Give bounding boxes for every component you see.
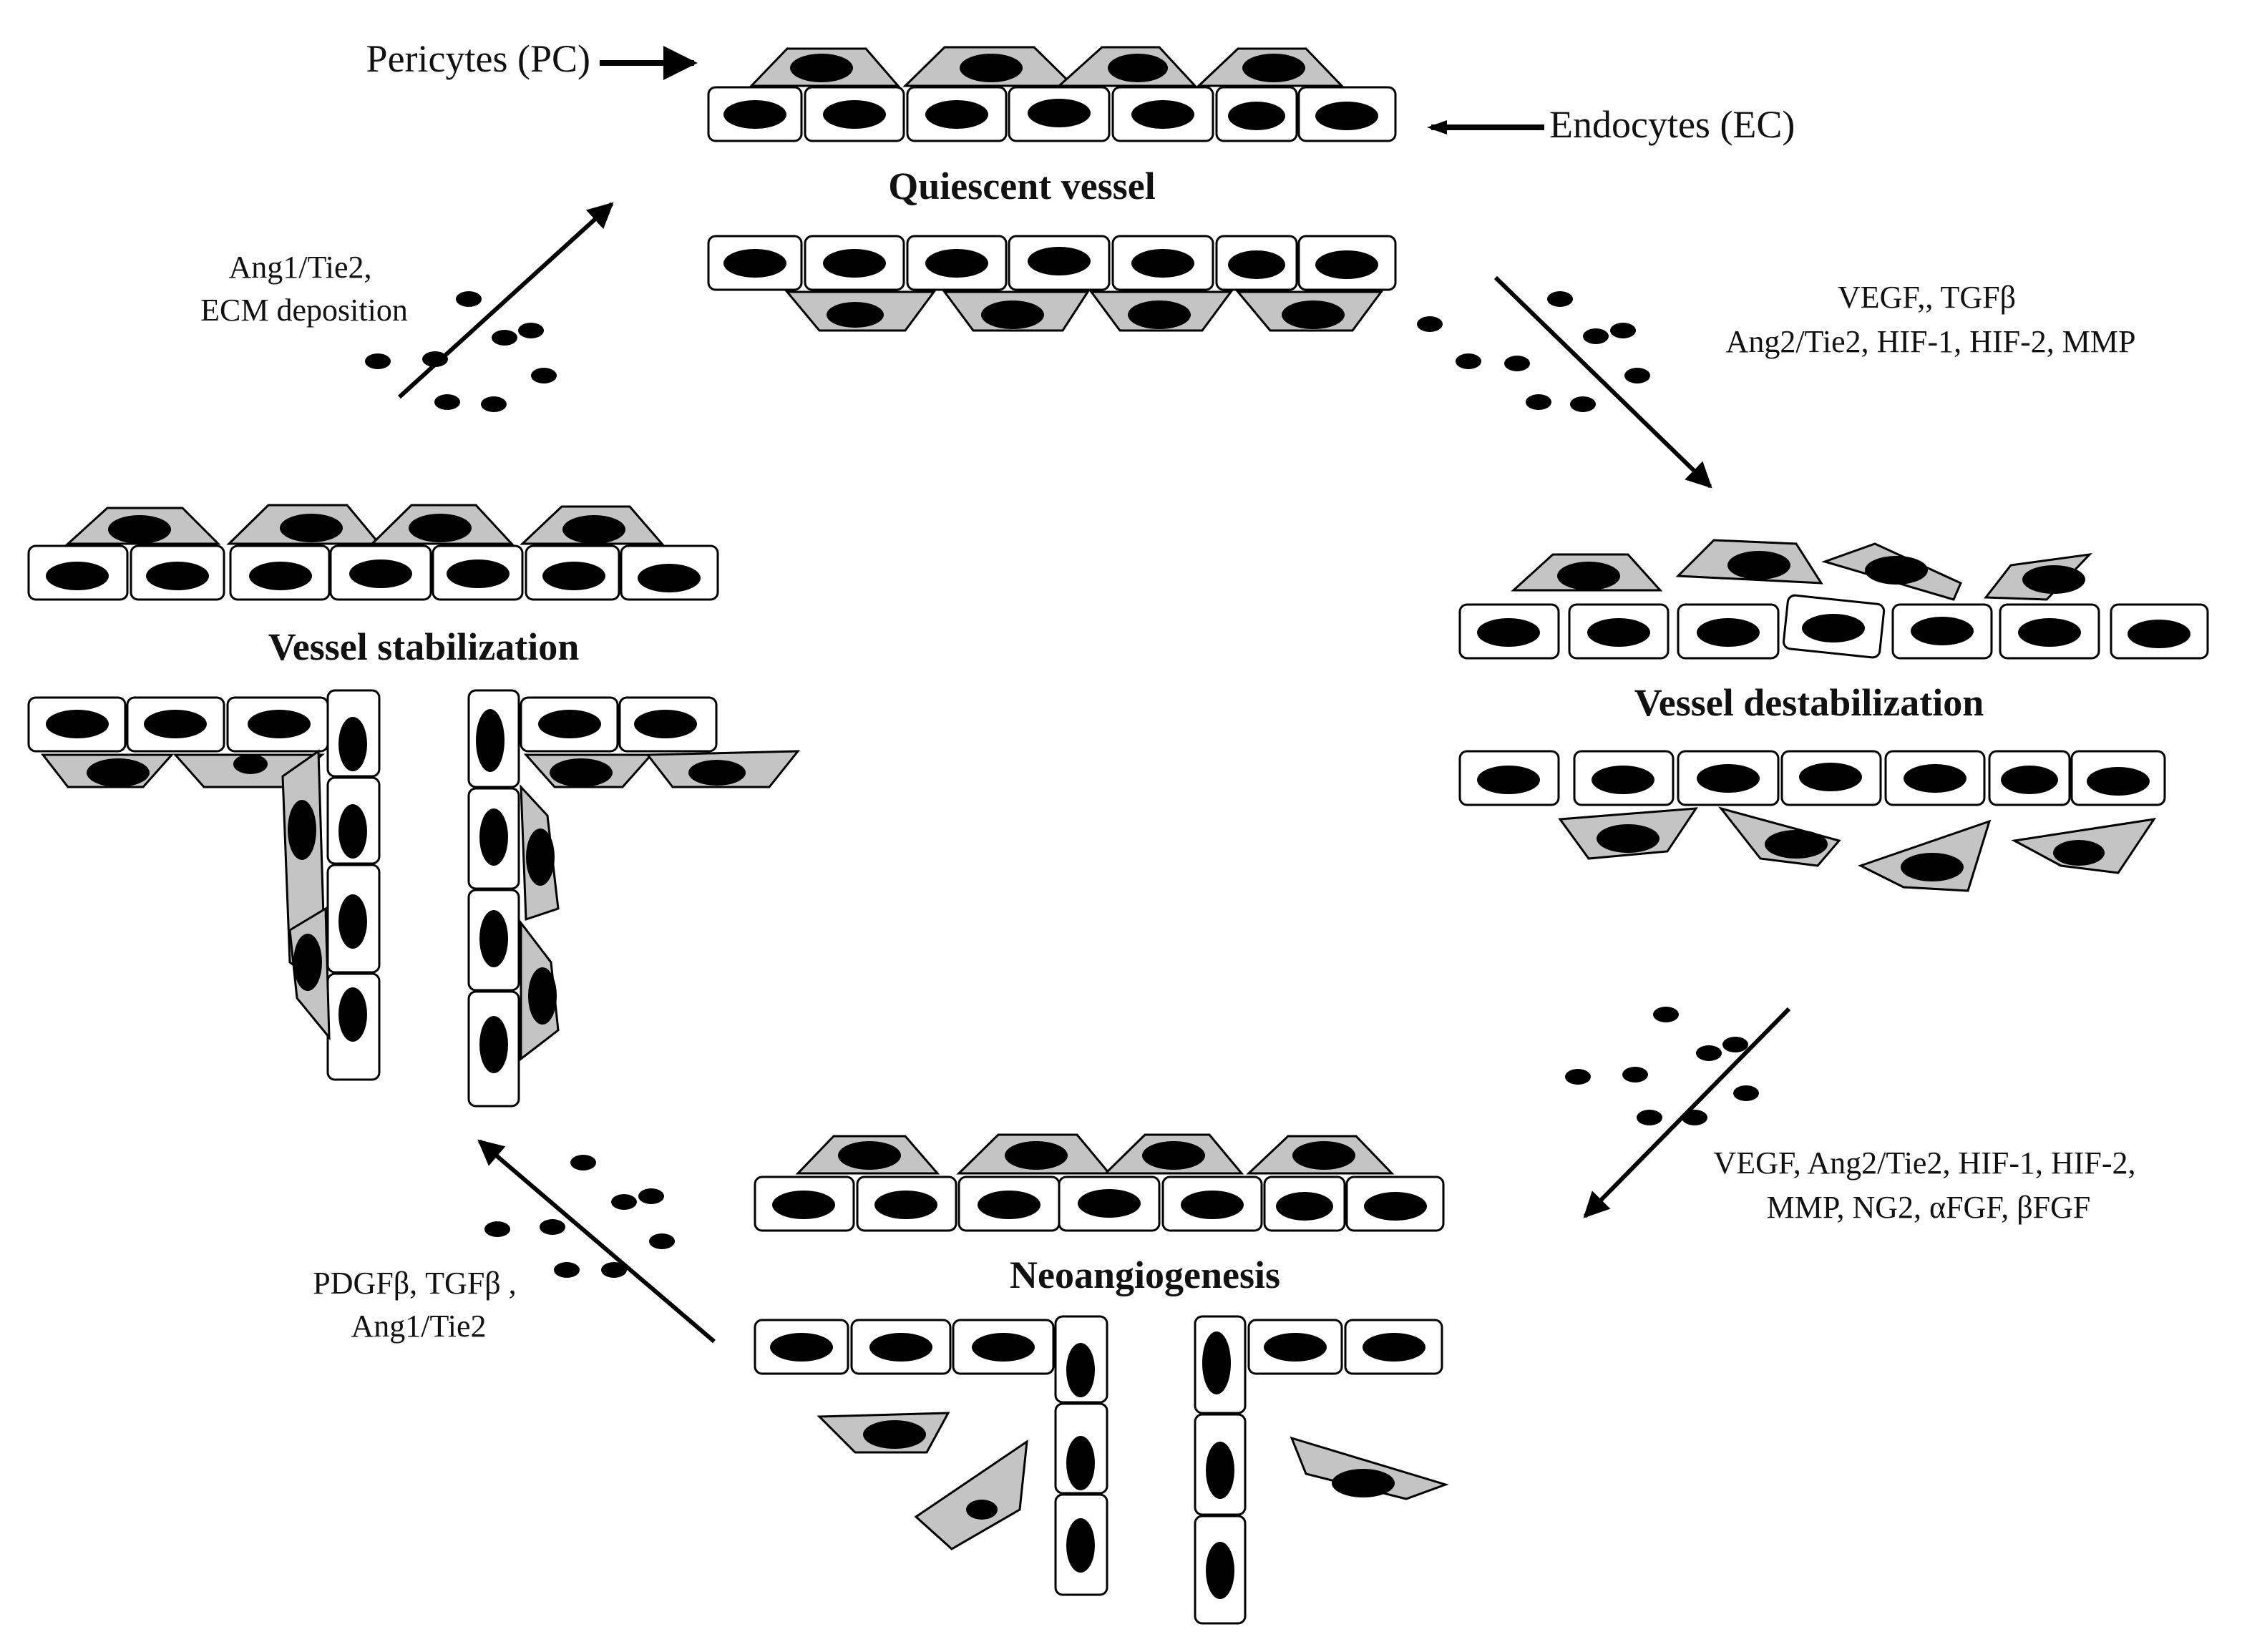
pericyte-nuclei-bottom-stab [87,754,746,1025]
pericytes-label: Pericytes (PC) [366,37,590,80]
cycle-arrow [477,1139,716,1344]
factor-line: ECM deposition [200,293,408,328]
migrating-pericyte-nuclei-neo [863,1420,1395,1520]
legend-arrows [600,46,1544,135]
factors-neo-to-stab: PDGFβ, TGFβ , Ang1/Tie2 [313,1266,524,1344]
factor-line: Ang1/Tie2 [351,1309,486,1344]
pericyte-nuclei-top-neo [838,1141,1355,1170]
factors-quiescent-to-destab: VEGF,, TGFβ Ang2/Tie2, HIF-1, HIF-2, MMP [1726,280,2136,359]
transition-destabilization-to-neoangiogenesis [1565,1007,1791,1218]
migrating-pericytes-neo [817,1412,1449,1550]
stabilization-title: Vessel stabilization [268,625,580,668]
signaling-molecules [1417,291,1650,412]
endocytes-pointer-head [1427,120,1447,135]
endothelial-nuclei-top-destab [1477,614,2190,648]
endothelial-nuclei-top-neo [772,1189,1427,1221]
signaling-molecules [365,291,557,412]
pericyte-nuclei-top-stab [108,514,625,544]
destabilization-title: Vessel destabilization [1634,681,1984,724]
endothelial-nuclei-bottom-neo [770,1331,1425,1599]
factor-line: Ang2/Tie2, HIF-1, HIF-2, MMP [1726,324,2136,359]
stabilized-vessel [27,504,801,1108]
destabilized-vessel [1458,539,2209,892]
transition-neoangiogenesis-to-stabilization [477,1139,716,1344]
cycle-arrow [397,202,614,399]
pericyte-nuclei-top [790,54,1305,82]
endothelial-nuclei-top-stab [46,559,701,592]
factor-line: VEGF, Ang2/Tie2, HIF-1, HIF-2, [1713,1145,2135,1181]
factors-stab-to-quiescent: Ang1/Tie2, ECM deposition [200,250,408,328]
endothelial-nuclei-bottom [723,247,1378,279]
factor-line: VEGF,, TGFβ [1838,280,2016,315]
sprouting-vessel [754,1133,1449,1625]
quiescent-vessel-title: Quiescent vessel [888,165,1155,207]
neoangiogenesis-title: Neoangiogenesis [1010,1253,1280,1296]
signaling-molecules [484,1155,675,1278]
endocytes-label: Endocytes (EC) [1549,103,1795,146]
endothelial-nuclei-bottom-destab [1477,763,2150,796]
factor-line: PDGFβ, TGFβ , [313,1266,516,1301]
transition-quiescent-to-destabilization [1417,275,1712,489]
endothelial-nuclei-top [723,99,1378,130]
pericyte-nuclei-top-destab [1557,551,2085,594]
quiescent-vessel [707,46,1397,332]
transition-stabilization-to-quiescent [365,202,614,412]
factor-line: Ang1/Tie2, [228,250,371,285]
pericytes-bottom-stab [40,749,801,1062]
signaling-molecules [1565,1007,1759,1125]
pericyte-nuclei-bottom [827,300,1345,329]
factors-destab-to-neo: VEGF, Ang2/Tie2, HIF-1, HIF-2, MMP, NG2,… [1713,1145,2143,1225]
factor-line: MMP, NG2, αFGF, βFGF [1767,1190,2091,1225]
pericyte-nuclei-bottom-destab [1597,824,2105,881]
endothelial-nuclei-bottom-stab [46,709,697,1073]
cycle-arrow [1493,275,1712,489]
endothelial-row-bottom-destab [1458,750,2166,806]
